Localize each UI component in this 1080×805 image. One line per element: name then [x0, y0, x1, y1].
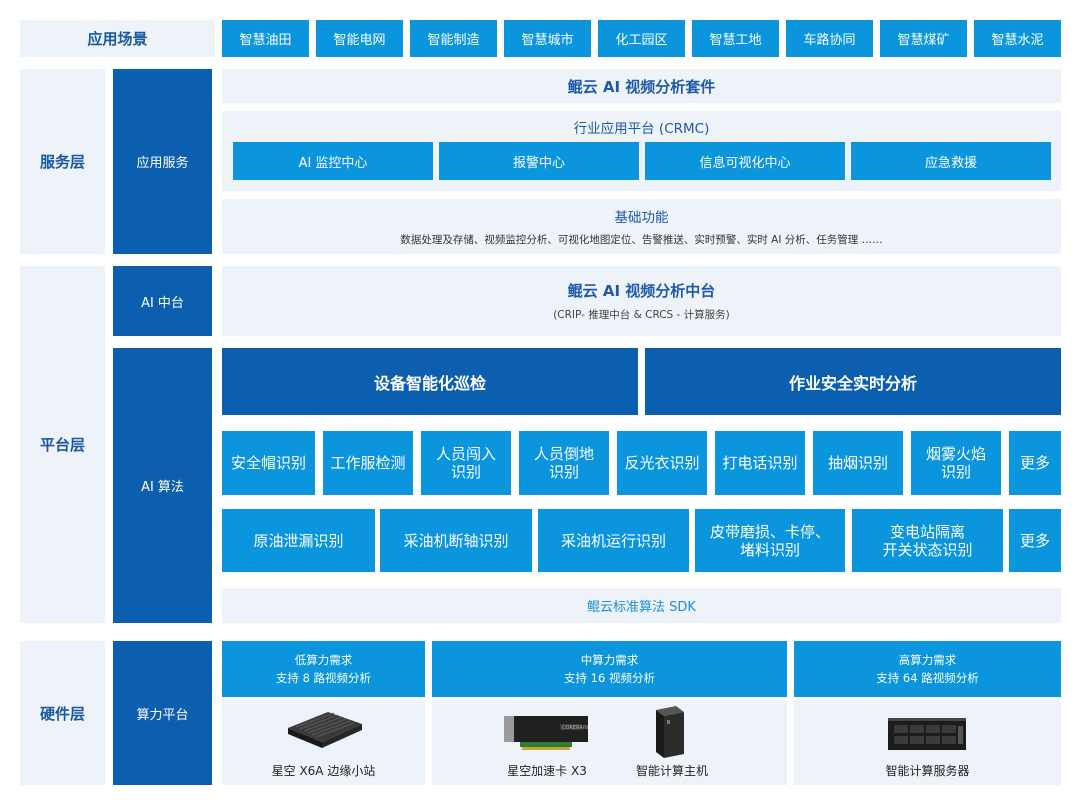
compute-server-image — [888, 718, 966, 750]
ai-center-label: AI 中台 — [113, 266, 212, 336]
crmc-module[interactable]: AI 监控中心 — [233, 142, 433, 180]
algorithm-item[interactable]: 采油机断轴识别 — [380, 509, 532, 572]
scenario-item[interactable]: 车路协同 — [786, 20, 873, 57]
crmc-module[interactable]: 信息可视化中心 — [645, 142, 845, 180]
svg-text:CORERAIN: CORERAIN — [562, 725, 588, 731]
scenarios-header: 应用场景 — [20, 20, 215, 57]
tier-mid: 中算力需求 支持 16 视频分析 — [432, 641, 787, 697]
service-layer-label: 服务层 — [20, 69, 105, 254]
algorithm-item[interactable]: 人员倒地 识别 — [519, 431, 609, 495]
compute-host-image — [656, 706, 684, 758]
scenario-item[interactable]: 智慧城市 — [504, 20, 591, 57]
sdk-label: 鲲云标准算法 SDK — [587, 600, 696, 615]
crmc-box: 行业应用平台 (CRMC) AI 监控中心 报警中心 信息可视化中心 应急救援 — [222, 111, 1061, 191]
device-panel-mid: CORERAIN 星空加速卡 X3 智能计算主机 — [432, 700, 787, 785]
suite-title: 鲲云 AI 视频分析套件 — [567, 77, 716, 96]
basic-functions-box: 基础功能 数据处理及存储、视频监控分析、可视化地图定位、告警推送、实时预警、实时… — [222, 199, 1061, 254]
scenarios-title: 应用场景 — [87, 30, 148, 48]
sdk-bar: 鲲云标准算法 SDK — [222, 588, 1061, 623]
tier-low: 低算力需求 支持 8 路视频分析 — [222, 641, 425, 697]
algorithm-item[interactable]: 工作服检测 — [323, 431, 413, 495]
device-label-edge-station: 星空 X6A 边缘小站 — [271, 764, 376, 778]
hardware-layer-title: 硬件层 — [39, 704, 85, 723]
tier-high: 高算力需求 支持 64 路视频分析 — [794, 641, 1061, 697]
algorithm-item[interactable]: 烟雾火焰 识别 — [911, 431, 1001, 495]
scenario-item[interactable]: 智能电网 — [316, 20, 403, 57]
algorithm-item[interactable]: 人员闯入 识别 — [421, 431, 511, 495]
tier-high-desc: 支持 64 路视频分析 — [876, 671, 979, 685]
platform-layer-label: 平台层 — [20, 266, 105, 623]
suite-box: 鲲云 AI 视频分析套件 — [222, 69, 1061, 103]
scenario-item[interactable]: 智慧工地 — [692, 20, 779, 57]
device-label-compute-server: 智能计算服务器 — [885, 764, 970, 778]
scenario-item[interactable]: 智能制造 — [410, 20, 497, 57]
algorithm-item[interactable]: 反光衣识别 — [617, 431, 707, 495]
edge-station-image — [288, 712, 362, 748]
group-equipment-inspection: 设备智能化巡检 — [222, 348, 638, 415]
scenario-item[interactable]: 化工园区 — [598, 20, 685, 57]
algorithm-item[interactable]: 打电话识别 — [715, 431, 805, 495]
device-panel-low: 星空 X6A 边缘小站 — [222, 700, 425, 785]
device-label-accelerator-card: 星空加速卡 X3 — [507, 764, 587, 778]
more-algorithms-button[interactable]: 更多 — [1009, 509, 1061, 572]
basic-functions-desc: 数据处理及存储、视频监控分析、可视化地图定位、告警推送、实时预警、实时 AI 分… — [400, 234, 883, 246]
accelerator-card-image: CORERAIN — [504, 716, 588, 750]
ai-center-subtitle: (CRIP- 推理中台 & CRCS - 计算服务) — [553, 309, 730, 321]
algorithm-item[interactable]: 皮带磨损、卡停、 堵料识别 — [695, 509, 845, 572]
crmc-module[interactable]: 应急救援 — [851, 142, 1051, 180]
tier-low-level: 低算力需求 — [294, 653, 353, 667]
crmc-module[interactable]: 报警中心 — [439, 142, 639, 180]
algorithm-item[interactable]: 变电站隔离 开关状态识别 — [852, 509, 1003, 572]
more-algorithms-button[interactable]: 更多 — [1009, 431, 1061, 495]
service-layer-title: 服务层 — [39, 153, 85, 171]
crmc-title: 行业应用平台 (CRMC) — [573, 121, 710, 137]
algorithm-item[interactable]: 抽烟识别 — [813, 431, 903, 495]
hardware-layer-label: 硬件层 — [20, 641, 105, 785]
application-service-label: 应用服务 — [113, 69, 212, 254]
scenario-item[interactable]: 智慧水泥 — [974, 20, 1061, 57]
algorithm-item[interactable]: 原油泄漏识别 — [222, 509, 375, 572]
algorithm-item[interactable]: 安全帽识别 — [222, 431, 315, 495]
tier-mid-desc: 支持 16 视频分析 — [564, 671, 655, 685]
scenario-item[interactable]: 智慧油田 — [222, 20, 309, 57]
tier-low-desc: 支持 8 路视频分析 — [275, 671, 372, 685]
tier-mid-level: 中算力需求 — [580, 653, 639, 667]
algorithm-item[interactable]: 采油机运行识别 — [538, 509, 689, 572]
ai-center-title: 鲲云 AI 视频分析中台 — [567, 282, 716, 300]
device-panel-high: 智能计算服务器 — [794, 700, 1061, 785]
ai-algorithm-label: AI 算法 — [113, 348, 212, 623]
tier-high-level: 高算力需求 — [898, 653, 957, 667]
scenario-item[interactable]: 智慧煤矿 — [880, 20, 967, 57]
compute-platform-label: 算力平台 — [113, 641, 212, 785]
basic-functions-title: 基础功能 — [614, 210, 669, 226]
ai-center-box: 鲲云 AI 视频分析中台 (CRIP- 推理中台 & CRCS - 计算服务) — [222, 266, 1061, 336]
device-label-compute-host: 智能计算主机 — [635, 764, 708, 778]
group-safety-analysis: 作业安全实时分析 — [645, 348, 1061, 415]
platform-layer-title: 平台层 — [39, 436, 85, 454]
